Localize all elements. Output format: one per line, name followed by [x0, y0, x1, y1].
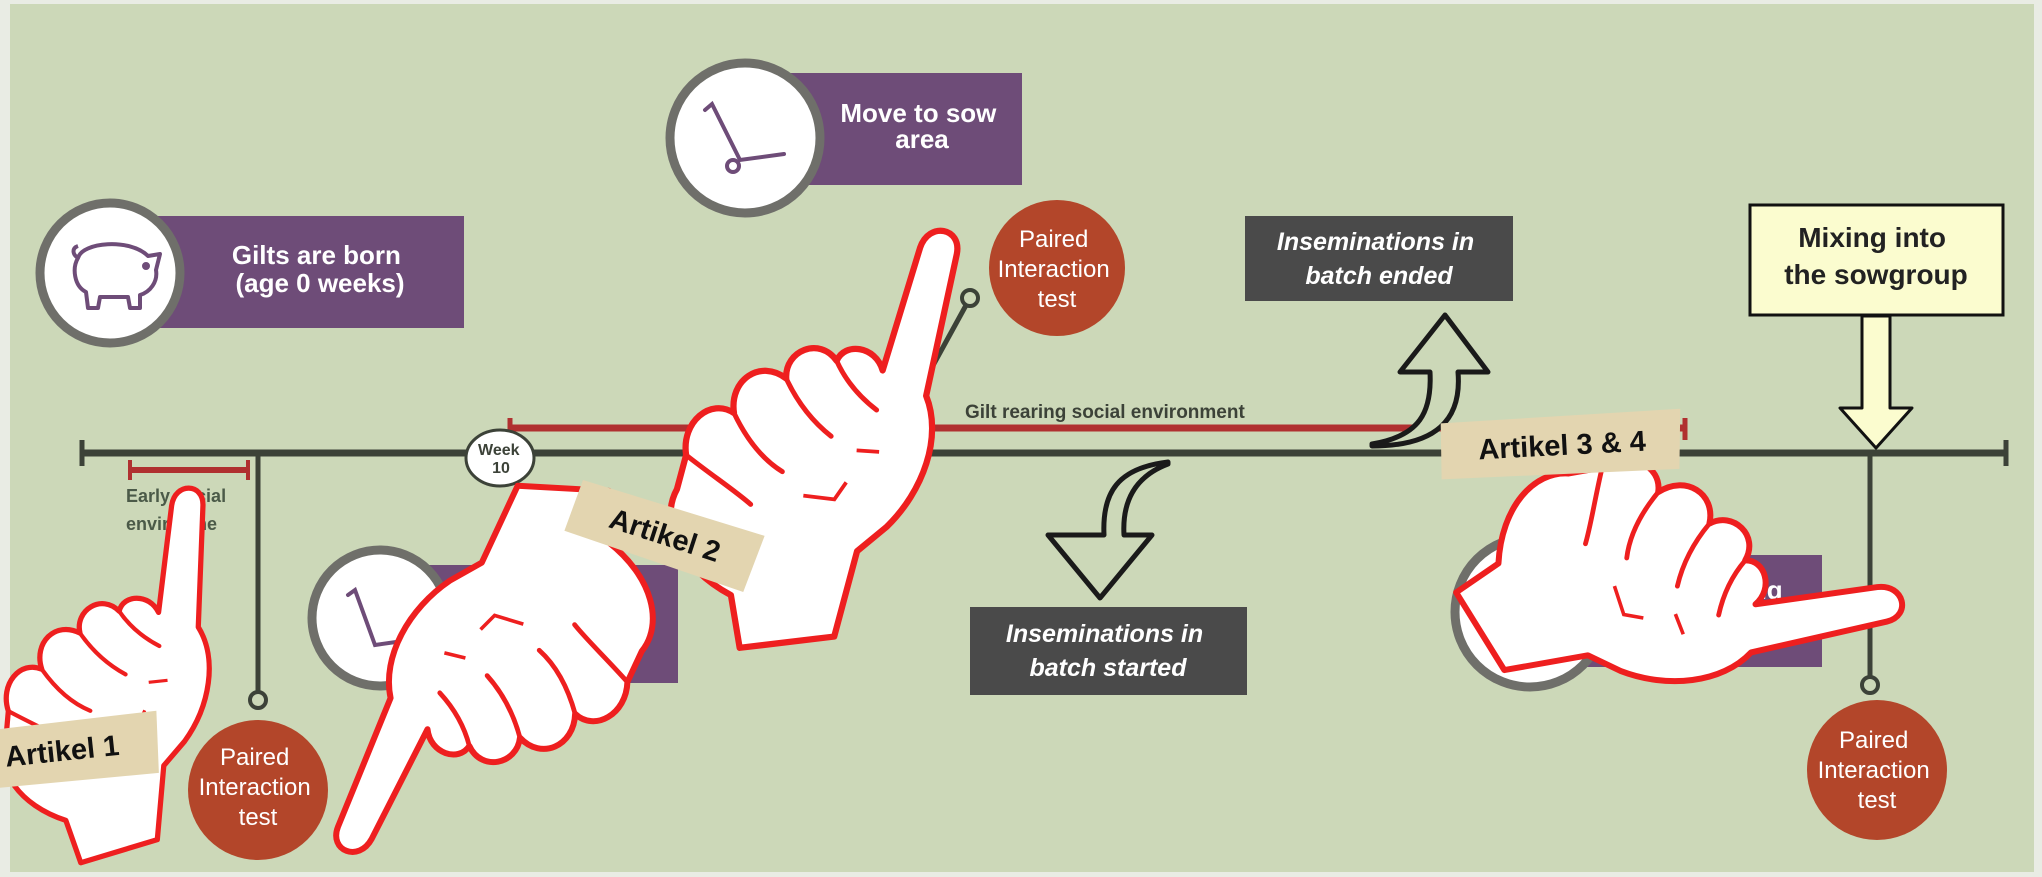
move-title: Move to sow area [840, 98, 1003, 154]
paired-test-left-text: Paired Interaction test [199, 744, 318, 831]
gilt-rearing-label: Gilt rearing social environment [965, 402, 1245, 423]
tape-label-artikel-3-4: Artikel 3 & 4 [1440, 408, 1681, 480]
week-badge [464, 428, 536, 488]
trolley-icon [346, 586, 412, 648]
paired-test-right-text: Paired Interaction test [1818, 727, 1937, 814]
tape-label-artikel-1: Artikel 1 [0, 710, 159, 790]
week-badge-text: Week 10 [478, 442, 524, 477]
paired-test-left-circle [188, 720, 328, 860]
curved-arrow-down-icon [1045, 459, 1171, 601]
inseminations-ended-box [1245, 216, 1513, 301]
pig-icon [71, 242, 162, 310]
mixing-text: Mixing into the sowgroup [1784, 222, 1968, 290]
born-title: Gilts are born (age 0 weeks) [232, 240, 408, 298]
curved-arrow-up-icon [1369, 312, 1491, 449]
down-arrow-icon [1838, 314, 1914, 450]
inseminations-ended-text: Inseminations in batch ended [1277, 228, 1481, 290]
inseminations-started-box [970, 607, 1247, 695]
trolley-icon [703, 100, 786, 174]
paired-test-right-circle [1807, 700, 1947, 840]
born-banner [130, 216, 464, 328]
test-stem-right-dot [1860, 675, 1880, 695]
inseminations-started-text: Inseminations in batch started [1006, 620, 1210, 682]
test-stem-middle-dot [960, 288, 980, 308]
mixing-box [1748, 203, 2005, 317]
born-circle [35, 198, 185, 348]
paired-test-middle-text: Paired Interaction test [998, 226, 1117, 313]
paired-test-middle-circle [989, 200, 1125, 336]
move-circle [665, 58, 825, 218]
test-stem-left-dot [248, 690, 268, 710]
